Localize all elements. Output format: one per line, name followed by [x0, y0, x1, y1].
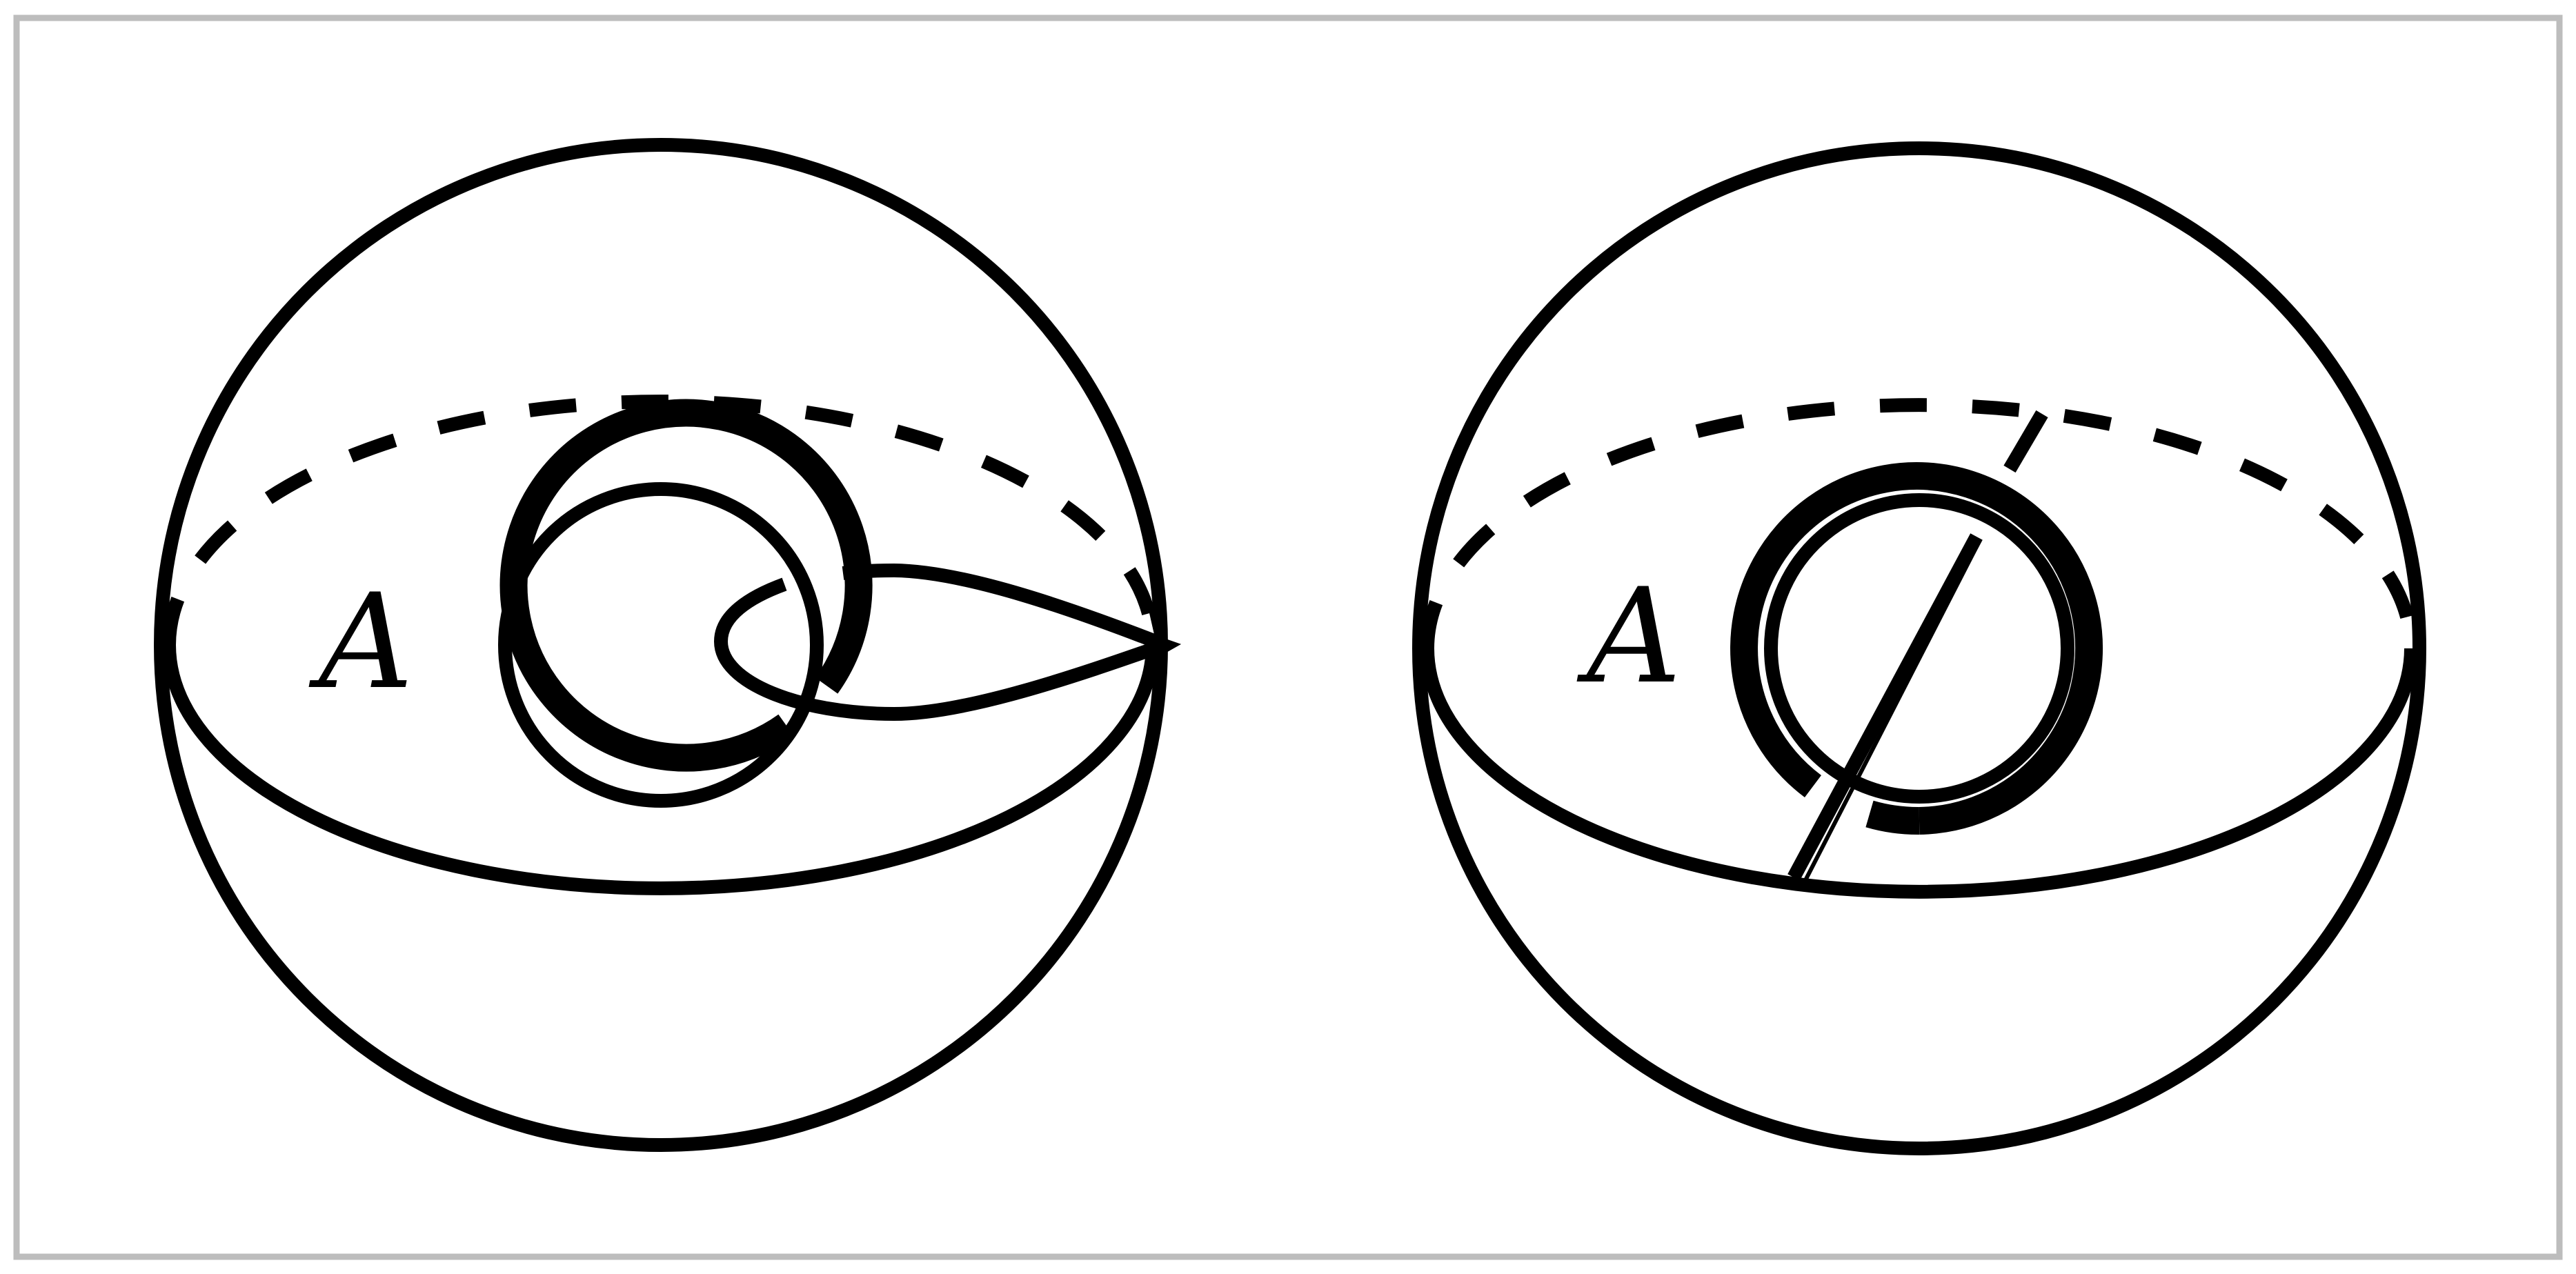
left-inner-thick-arc — [499, 399, 873, 772]
right-sphere-outline — [1412, 141, 2426, 1155]
right-equator-front — [1420, 648, 2418, 899]
right-diagonal-chord-left — [1787, 533, 1983, 881]
right-inner-ring-thin — [1764, 493, 2074, 804]
right-inner-thick-arc-small — [1865, 800, 1920, 835]
right-diagonal-upper-tail — [2003, 410, 2048, 473]
left-panel: A — [154, 138, 1182, 1152]
right-inner-thick-arc-main — [1730, 462, 2103, 835]
left-pole-mark — [1147, 602, 1182, 661]
figure-frame — [13, 14, 2563, 1260]
left-inner-ring-thin — [498, 482, 824, 808]
left-lobe-upper-cross — [714, 577, 787, 642]
right-label-a: A — [1576, 560, 1681, 713]
left-equator-front — [162, 644, 1160, 895]
left-lobe-lower — [714, 638, 1167, 721]
right-panel: A — [1412, 141, 2426, 1155]
right-equator-back-dashed — [1420, 398, 2418, 649]
left-label-a: A — [308, 566, 413, 718]
right-diagonal-chord-right — [1802, 539, 1982, 884]
